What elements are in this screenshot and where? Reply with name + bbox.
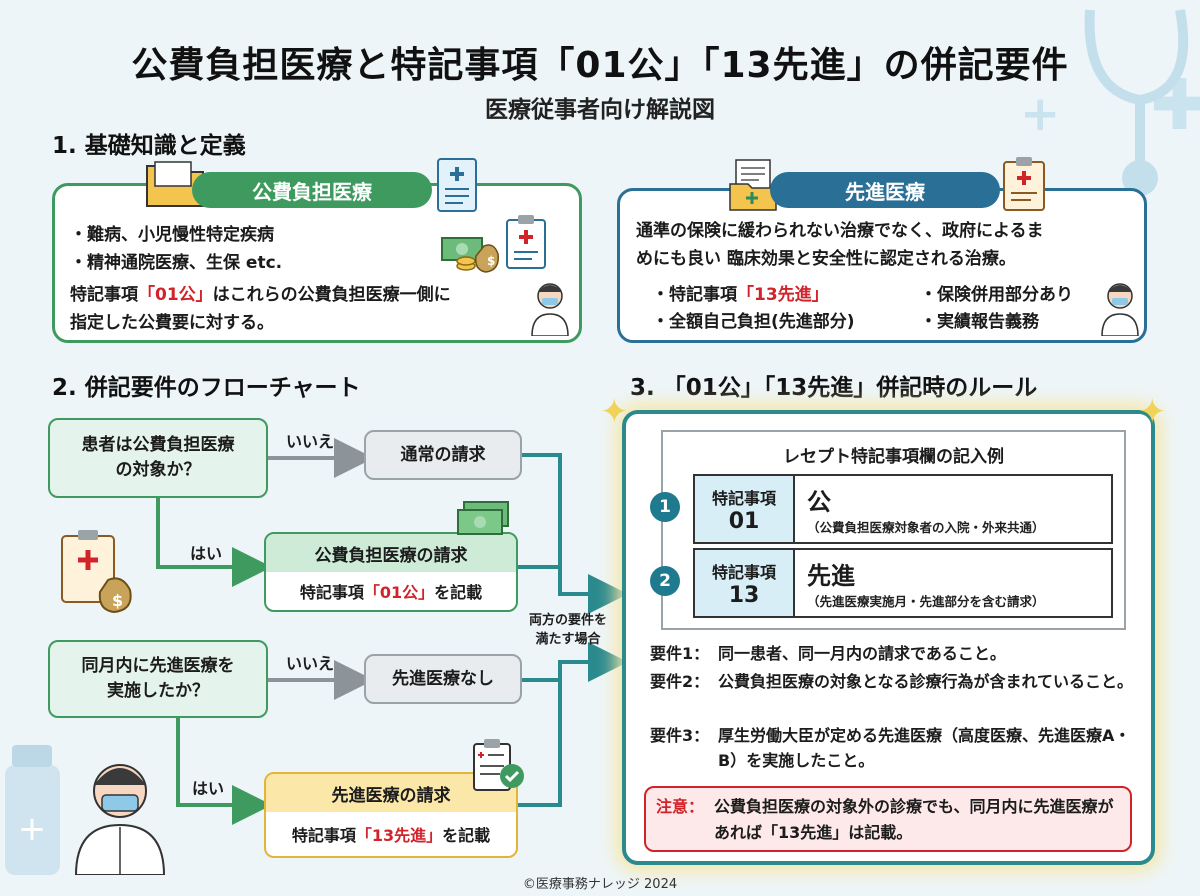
copyright: ©医療事務ナレッジ 2024 [522, 877, 678, 892]
public-expense-pill: 公費負担医療 [192, 172, 432, 208]
advanced-description-line1: 通準の保険に緩わられない治療でなく、政府によるま [636, 221, 1044, 241]
clipboard-icon [1003, 157, 1045, 211]
folder-icon [146, 161, 204, 207]
requirement-3: 要件3：厚生労働大臣が定める先進医療（高度医療、先進医療A・B）を実施したこと。 [650, 726, 1131, 770]
both-requirements-label: 両方の要件を満たす場合 [528, 613, 607, 647]
cash-icon [457, 501, 509, 535]
question-public-expense: 患者は公費負担医療の対象か？ [48, 418, 268, 498]
requirement-2: 要件2：公費負担医療の対象となる診療行為が含まれていること。 [650, 672, 1134, 691]
medicine-bottle-icon: + [5, 745, 60, 875]
yes-label: はい [192, 779, 225, 798]
public-claim-title: 公費負担医療の請求 [266, 534, 516, 572]
doctor-icon [1101, 283, 1139, 336]
normal-claim-box: 通常の請求 [364, 430, 522, 480]
public-description-line1: 特記事項「01公」はこれらの公費負担医療一側に [70, 285, 451, 305]
medical-document-icon [437, 158, 477, 212]
requirement-1: 要件1：同一患者、同一月内の請求であること。 [650, 644, 1006, 663]
yes-label: はい [190, 544, 223, 563]
clipboard-icon [506, 215, 546, 269]
public-item-1: ・難病、小児慢性特定疾病 [70, 225, 274, 245]
sparkle-icon: ✦ [1138, 392, 1167, 432]
no-label: いいえ [286, 654, 335, 673]
public-item-2: ・精神通院医療、生保 etc. [70, 253, 283, 273]
section3-heading: 3. 「01公」「13先進」併記時のルール [630, 375, 1038, 401]
number-badge-1: 1 [650, 492, 680, 522]
advanced-bullet-2: ・全額自己負担(先進部分) [652, 312, 855, 332]
page-title: 公費負担医療と特記事項「01公」「13先進」の併記要件 [131, 45, 1069, 86]
number-badge-2: 2 [650, 566, 680, 596]
doctor-icon [531, 283, 569, 336]
clipboard-money-icon: $ [61, 530, 132, 614]
no-advanced-box: 先進医療なし [364, 654, 522, 704]
public-claim-body: 特記事項「01公」を記載 [299, 583, 483, 602]
checklist-icon [473, 739, 524, 791]
section2-heading: 2. 併記要件のフローチャート [52, 375, 361, 401]
public-description-line2: 指定した公費要に対する。 [70, 313, 274, 333]
section1-heading: 1. 基礎知識と定義 [52, 133, 246, 159]
svg-text:$: $ [112, 591, 123, 610]
svg-text:$: $ [487, 254, 495, 268]
svg-text:+: + [18, 809, 47, 849]
question-advanced-medicine: 同月内に先進医療を実施したか？ [48, 640, 268, 718]
advanced-medicine-pill: 先進医療 [770, 172, 1000, 208]
receipt-title: レセプト特記事項欄の記入例 [783, 447, 1004, 467]
advanced-description-line2: めにも良い 臨床効果と安全性に認定される治療。 [636, 249, 1016, 269]
advanced-claim-box: 先進医療の請求 特記事項「13先進」を記載 [264, 772, 518, 858]
document-folder-icon [729, 159, 777, 211]
caution-note: 注意：公費負担医療の対象外の診療でも、同月内に先進医療があれば「13先進」は記載… [644, 786, 1132, 852]
advanced-bullet-3: ・保険併用部分あり [920, 285, 1073, 305]
page-subtitle: 医療従事者向け解説図 [485, 97, 715, 123]
sparkle-icon: ✦ [600, 392, 629, 432]
public-claim-box: 公費負担医療の請求 特記事項「01公」を記載 [264, 532, 518, 612]
advanced-bullet-1: ・特記事項「13先進」 [652, 285, 829, 305]
advanced-bullet-4: ・実績報告義務 [920, 312, 1039, 332]
no-label: いいえ [286, 432, 335, 451]
stethoscope-icon [1084, 9, 1189, 196]
background-cross-icon: + [1020, 86, 1061, 142]
doctor-icon [74, 764, 166, 875]
advanced-claim-body: 特記事項「13先進」を記載 [291, 826, 491, 845]
money-icon: $ [441, 237, 499, 273]
